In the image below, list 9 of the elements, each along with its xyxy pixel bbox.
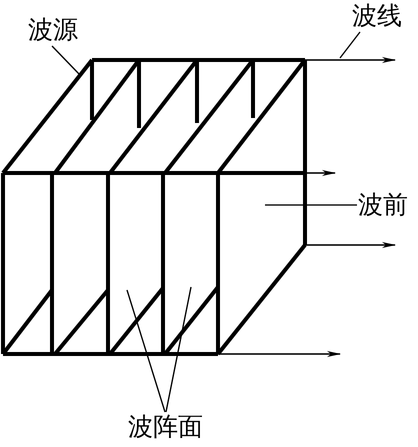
leader-line <box>265 204 357 206</box>
leader-line <box>339 32 361 58</box>
callout-label: 波阵面 <box>128 413 203 441</box>
leader-line <box>126 290 166 412</box>
leader-line <box>52 46 80 76</box>
leader-line <box>165 286 192 412</box>
callout-label: 波源 <box>28 16 78 44</box>
callout-label: 波线 <box>352 2 402 30</box>
callout-label: 波前 <box>358 191 408 219</box>
